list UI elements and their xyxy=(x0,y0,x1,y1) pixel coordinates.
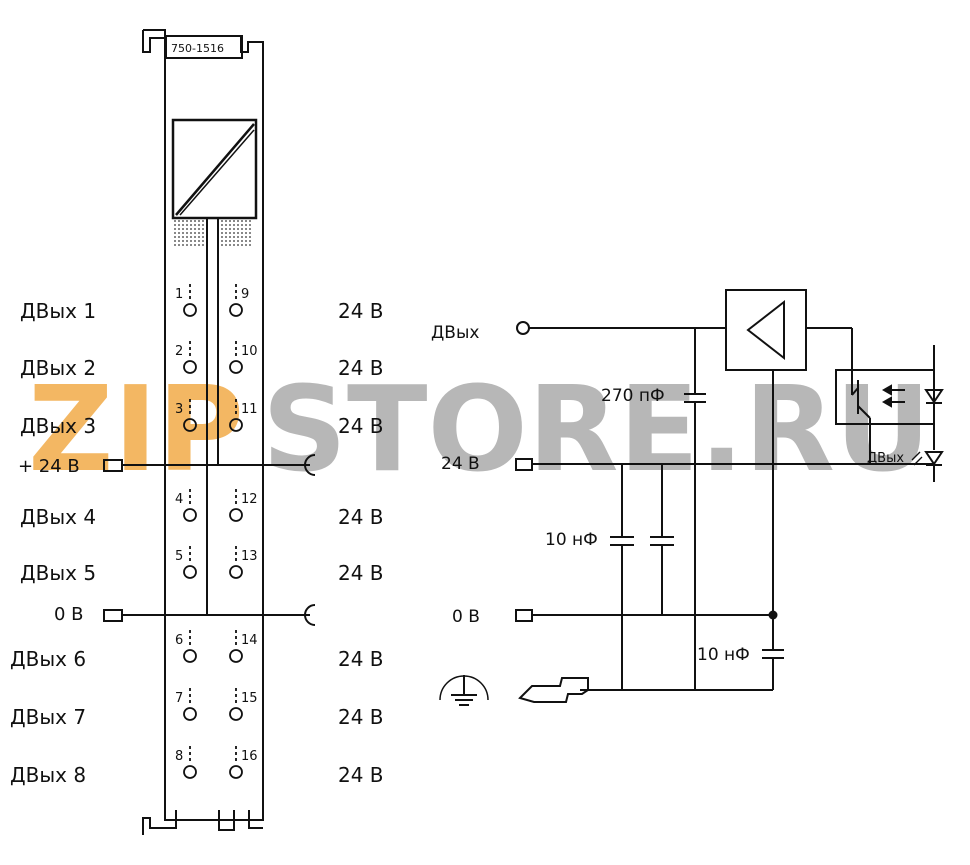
label-zero-schematic: 0 В xyxy=(452,607,480,627)
junction-dot xyxy=(768,610,778,620)
terminal-contact xyxy=(183,565,197,579)
terminal-contact xyxy=(229,418,243,432)
label-24v-1: 24 В xyxy=(338,299,384,323)
terminal-contact xyxy=(183,360,197,374)
watermark-store: STORE.RU xyxy=(262,360,931,498)
label-dout-3: ДВых 3 xyxy=(20,414,96,438)
plus24-jumper xyxy=(304,454,316,476)
terminal-contact xyxy=(183,303,197,317)
terminal-number: 8 xyxy=(175,749,183,764)
terminal-contact xyxy=(183,418,197,432)
terminal-contact xyxy=(229,765,243,779)
terminal-contact xyxy=(229,508,243,522)
terminal-contacts: 1 9 2 10 3 11 4 12 5 13 6 14 7 15 8 16 xyxy=(175,284,258,779)
label-24v-2: 24 В xyxy=(338,356,384,380)
terminal-number: 5 xyxy=(175,549,183,564)
label-24v-3: 24 В xyxy=(338,414,384,438)
label-24v-8: 24 В xyxy=(338,763,384,787)
label-24v-4: 24 В xyxy=(338,505,384,529)
terminal-number: 6 xyxy=(175,633,183,648)
terminal-contact xyxy=(229,360,243,374)
output-terminal xyxy=(516,321,530,335)
zero-jumper xyxy=(304,604,316,626)
din-rail-icon xyxy=(518,677,589,703)
label-cap-10b: 10 нФ xyxy=(697,645,750,665)
terminal-number: 16 xyxy=(241,749,258,764)
led-emission-icon xyxy=(911,451,923,466)
left-labels: ДВых 1 ДВых 2 ДВых 3 + 24 В ДВых 4 ДВых … xyxy=(10,299,96,787)
label-supply: 24 В xyxy=(441,454,480,474)
label-dout-5: ДВых 5 xyxy=(20,561,96,585)
label-dout-8: ДВых 8 xyxy=(10,763,86,787)
label-24v-5: 24 В xyxy=(338,561,384,585)
label-24v-7: 24 В xyxy=(338,705,384,729)
zero-terminal xyxy=(103,609,123,622)
driver-triangle xyxy=(746,299,785,361)
rail-lines xyxy=(103,454,316,626)
watermark: ZIP STORE.RU xyxy=(28,360,931,498)
label-24v-6: 24 В xyxy=(338,647,384,671)
terminal-contact xyxy=(183,508,197,522)
part-number-box xyxy=(165,35,243,59)
label-cap-10a: 10 нФ xyxy=(545,530,598,550)
terminal-number: 7 xyxy=(175,691,183,706)
terminal-number: 15 xyxy=(241,691,258,706)
part-number: 750-1516 xyxy=(171,42,224,55)
terminal-module xyxy=(142,29,264,835)
terminal-number: 14 xyxy=(241,633,258,648)
label-output: ДВых xyxy=(431,323,479,343)
converter-block xyxy=(171,118,258,220)
right-labels: 24 В 24 В 24 В 24 В 24 В 24 В 24 В 24 В xyxy=(338,299,384,787)
schematic-labels: ДВых 270 пФ 24 В 10 нФ 0 В 10 нФ ДВых xyxy=(431,323,904,665)
terminal-number: 1 xyxy=(175,287,183,302)
terminal-number: 10 xyxy=(241,344,258,359)
optocoupler xyxy=(835,369,935,425)
label-dout-1: ДВых 1 xyxy=(20,299,96,323)
terminal-number: 11 xyxy=(241,402,258,417)
terminal-number: 9 xyxy=(241,287,249,302)
label-dout-2: ДВых 2 xyxy=(20,356,96,380)
label-plus24: + 24 В xyxy=(18,456,80,477)
label-zero: 0 В xyxy=(54,604,84,625)
terminal-contact xyxy=(229,649,243,663)
terminal-contact xyxy=(183,765,197,779)
terminal-number: 13 xyxy=(241,549,258,564)
terminal-number: 4 xyxy=(175,492,183,507)
terminal-number: 12 xyxy=(241,492,258,507)
terminal-contact xyxy=(183,707,197,721)
label-dout-7: ДВых 7 xyxy=(10,705,86,729)
label-cap-270: 270 пФ xyxy=(601,386,665,406)
converter-pins xyxy=(174,220,251,248)
terminal-number: 3 xyxy=(175,402,183,417)
terminal-contact xyxy=(229,565,243,579)
label-dout-6: ДВых 6 xyxy=(10,647,86,671)
zero-schematic-terminal xyxy=(515,609,533,622)
terminal-contact xyxy=(183,649,197,663)
label-led: ДВых xyxy=(867,451,904,466)
label-dout-4: ДВых 4 xyxy=(20,505,96,529)
terminal-number: 2 xyxy=(175,344,183,359)
terminal-contact xyxy=(229,707,243,721)
terminal-contact xyxy=(229,303,243,317)
schematic xyxy=(439,289,944,706)
driver-block xyxy=(725,289,807,371)
